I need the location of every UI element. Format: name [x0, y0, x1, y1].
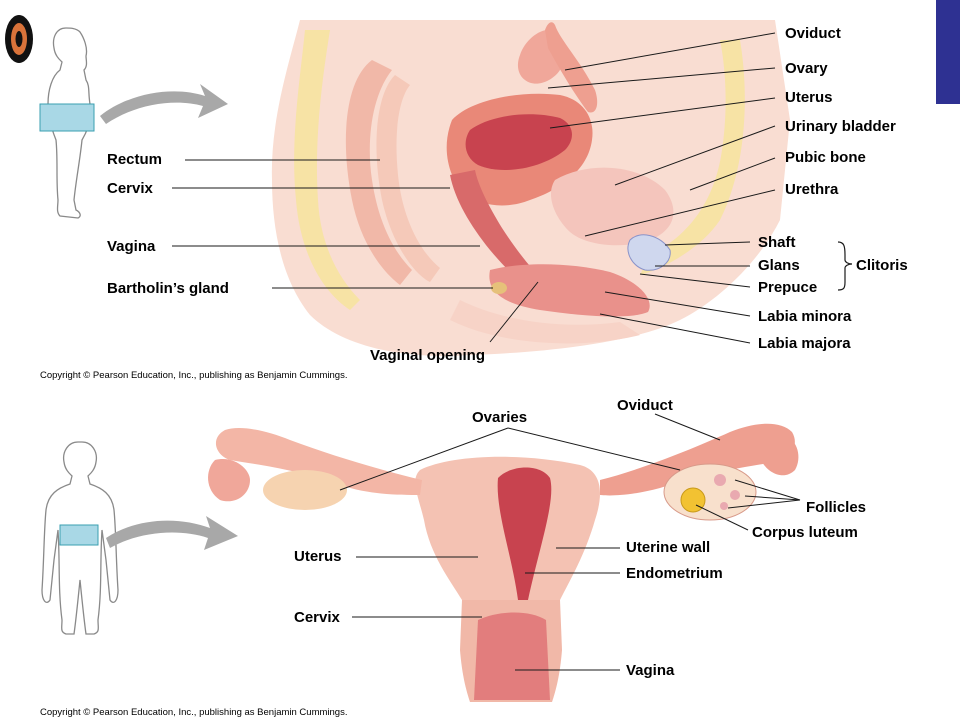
- label-urinary-bladder: Urinary bladder: [785, 118, 896, 135]
- label-bartholins-gland: Bartholin’s gland: [107, 280, 229, 297]
- leader-lines-top: [172, 32, 853, 344]
- arrow-icon: [106, 516, 238, 550]
- label-uterus-top: Uterus: [785, 89, 833, 106]
- region-highlight-bottom: [59, 524, 99, 546]
- label-labia-majora: Labia majora: [758, 335, 851, 352]
- logo-icon: [5, 15, 33, 63]
- label-rectum: Rectum: [107, 151, 162, 168]
- label-oviduct-top: Oviduct: [785, 25, 841, 42]
- leader-lines-bottom: [339, 413, 801, 671]
- label-cervix-top: Cervix: [107, 180, 154, 197]
- silhouette-profile-icon: [47, 27, 92, 219]
- sagittal-illustration: [271, 20, 790, 356]
- label-shaft: Shaft: [758, 234, 796, 251]
- label-endometrium: Endometrium: [626, 565, 723, 582]
- label-labia-minora: Labia minora: [758, 308, 852, 325]
- corner-accent-bar: [936, 0, 960, 104]
- label-glans: Glans: [758, 257, 800, 274]
- label-clitoris: Clitoris: [856, 257, 908, 274]
- arrow-icon: [100, 84, 228, 124]
- label-ovaries: Ovaries: [472, 409, 527, 426]
- label-vagina-bottom: Vagina: [626, 662, 675, 679]
- label-uterine-wall: Uterine wall: [626, 539, 710, 556]
- region-highlight-top: [39, 103, 95, 132]
- silhouette-front-icon: [41, 441, 119, 635]
- top-panel: Oviduct Ovary Uterus Urinary bladder Pub…: [39, 20, 908, 381]
- label-corpus-luteum: Corpus luteum: [752, 524, 858, 541]
- bottom-panel: Ovaries Oviduct Follicles Corpus luteum …: [40, 397, 866, 718]
- labels-bottom: Ovaries Oviduct Follicles Corpus luteum …: [40, 397, 866, 718]
- label-pubic-bone: Pubic bone: [785, 149, 866, 166]
- label-prepuce: Prepuce: [758, 279, 817, 296]
- label-vagina-top: Vagina: [107, 238, 156, 255]
- copyright-bottom: Copyright © Pearson Education, Inc., pub…: [40, 707, 347, 718]
- label-cervix-bottom: Cervix: [294, 609, 341, 626]
- label-oviduct-bottom: Oviduct: [617, 397, 673, 414]
- label-follicles: Follicles: [806, 499, 866, 516]
- labels-top: Oviduct Ovary Uterus Urinary bladder Pub…: [40, 25, 908, 381]
- label-urethra: Urethra: [785, 181, 839, 198]
- label-ovary: Ovary: [785, 60, 828, 77]
- label-uterus-bottom: Uterus: [294, 548, 342, 565]
- copyright-top: Copyright © Pearson Education, Inc., pub…: [40, 370, 347, 381]
- label-vaginal-opening: Vaginal opening: [370, 347, 485, 364]
